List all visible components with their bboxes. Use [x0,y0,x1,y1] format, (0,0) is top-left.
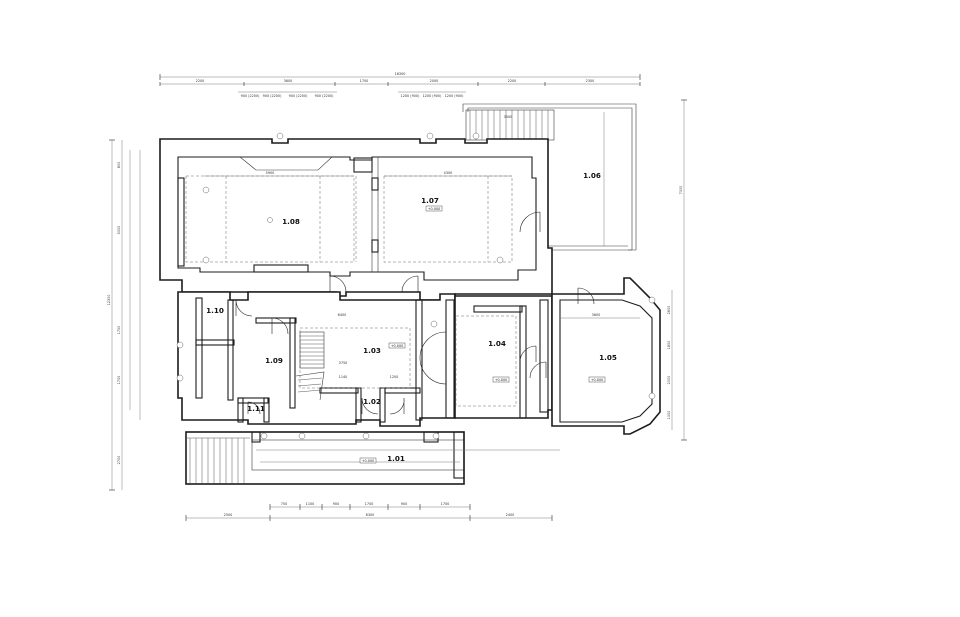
right-dimension: 1000 [667,411,671,420]
bottom-total-dimension: 8300 [366,513,375,517]
right-total-dimension: 7000 [679,186,683,195]
top-sub-dimension: 1200 (900) [401,94,421,98]
top-dimension: 2000 [430,79,439,83]
room-labels: 1.08 1.07 +0.000 1.06 1.10 1.09 1.11 1.0… [206,171,617,464]
ceiling-outlines [185,175,513,263]
top-dimension: 3600 [284,79,293,83]
wall-thickness [177,156,537,281]
door-swing [401,275,419,293]
staircase: 3750 1140 1200 [295,331,399,401]
door-swing [329,275,347,293]
room-label-1-07: 1.07 [421,196,439,205]
entrance-terrace-1-01 [185,431,560,485]
room-level-1-04: +0.000 [495,378,508,382]
room-level-1-07: +0.000 [428,207,441,211]
exterior-walls [159,138,553,427]
room-level-1-03: +0.000 [391,344,404,348]
bottom-dimension: 750 [281,502,287,506]
top-sub-dimension: 900 (2200) [263,94,283,98]
interior-dimensions: 5900 4300 6400 3600 [266,171,601,317]
door-swing [361,397,379,415]
room-label-1-04: 1.04 [488,339,506,348]
room-label-1-03: 1.03 [363,346,381,355]
top-dimension: 1700 [360,79,369,83]
bottom-total-dimension: 2400 [506,513,515,517]
bottom-dimension-lines: 750 1100 900 1700 900 1700 2500 8300 240… [185,502,553,521]
left-dimension: 2700 [117,456,121,465]
right-dimension: 2600 [667,306,671,315]
entrance-steps [186,437,250,484]
room-dimension: 6400 [338,313,347,317]
room-level-1-05: +0.000 [591,378,604,382]
room-label-1-08: 1.08 [282,217,300,226]
top-sub-dimension: 900 (2200) [315,94,335,98]
bay-room-1-05 [551,277,661,435]
terrace-1-06: 3500 [462,103,637,251]
room-label-1-06: 1.06 [583,171,601,180]
left-dimension: 800 [117,162,121,168]
bottom-dimension: 1700 [365,502,374,506]
room-label-1-09: 1.09 [265,356,283,365]
bottom-dimension: 1100 [306,502,315,506]
left-dimension: 1700 [117,326,121,335]
top-sub-dimension: 900 (2200) [241,94,261,98]
left-dimension-lines: 12300 800 5000 1700 1700 2700 [107,139,141,491]
door-swing [419,331,447,385]
right-dimension: 1800 [667,341,671,350]
top-sub-dimension: 1200 (900) [445,94,465,98]
top-sub-dimension: 900 (2200) [289,94,309,98]
stair-dimension: 3750 [339,361,348,365]
room-label-1-10: 1.10 [206,306,224,315]
top-dimension: 2300 [586,79,595,83]
right-dimension: 2000 [667,376,671,385]
bottom-total-dimension: 2500 [224,513,233,517]
top-dimension: 2200 [508,79,517,83]
room-label-1-11: 1.11 [247,404,265,413]
section-markers [176,132,656,440]
left-total-dimension: 12300 [107,295,111,306]
left-dimension: 5000 [117,226,121,235]
terrace-steps [469,110,549,140]
stair-dimension: 1140 [339,375,348,379]
doors [235,211,595,415]
terrace-dimension: 3500 [504,115,513,119]
door-swing [519,345,537,363]
room-label-1-05: 1.05 [599,353,617,362]
door-swing [519,211,541,233]
top-total-dimension: 16300 [395,72,406,76]
room-dimension: 5900 [266,171,275,175]
bottom-dimension: 900 [401,502,407,506]
door-swing [577,287,595,305]
door-swing [529,361,547,379]
bottom-dimension: 900 [333,502,339,506]
right-dimension-lines: 7000 2600 1800 2000 1000 [667,99,687,441]
stair-dimension: 1200 [390,375,399,379]
bottom-dimension: 1700 [441,502,450,506]
door-swing [235,299,253,317]
room-level-1-01: +0.000 [362,459,375,463]
top-dimension: 2200 [196,79,205,83]
room-dimension: 3600 [592,313,601,317]
room-dimension: 4300 [444,171,453,175]
door-swing [247,401,261,415]
left-dimension: 1700 [117,376,121,385]
room-label-1-02: 1.02 [363,397,381,406]
top-sub-dimension: 1200 (900) [423,94,443,98]
top-dimension-lines: 16300 2200 3600 1700 2000 2200 2300 900 … [159,72,641,98]
door-swing [389,397,405,415]
door-swing [271,317,289,335]
room-label-1-01: 1.01 [387,454,405,463]
